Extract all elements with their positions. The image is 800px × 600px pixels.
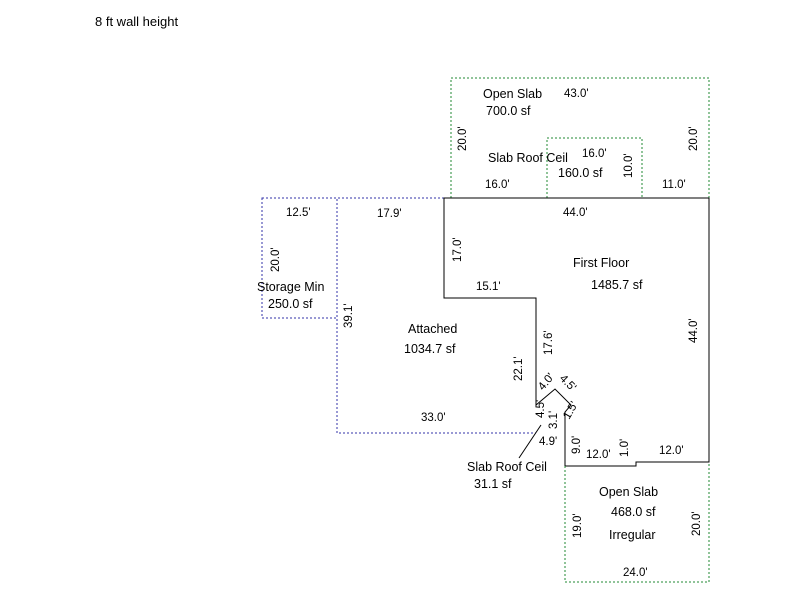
slab-roof-ceil-top-outline — [546, 137, 643, 198]
dim-small-31: 3.1' — [548, 411, 560, 429]
dim-open-bot-width: 24.0' — [623, 567, 648, 579]
dim-ff-notch: 15.1' — [476, 281, 501, 293]
open-slab-bottom-area: 468.0 sf — [611, 505, 656, 519]
dim-seg-11: 11.0' — [662, 179, 686, 191]
dim-att-left: 39.1' — [343, 303, 355, 328]
slab-roof-ceil-small-area: 31.1 sf — [474, 477, 512, 491]
dim-open-top-right: 20.0' — [688, 126, 700, 151]
first-floor-name: First Floor — [573, 256, 629, 270]
dim-ff-9-0: 9.0' — [571, 436, 583, 454]
dim-att-right: 22.1' — [513, 356, 525, 381]
dim-ff-left-vert: 17.0' — [452, 237, 464, 262]
dim-small-49: 4.9' — [539, 436, 557, 448]
dim-src-side: 10.0' — [623, 153, 635, 178]
wall-height-note: 8 ft wall height — [95, 14, 179, 29]
dim-ff-diag-45: 4.5' — [557, 373, 578, 394]
attached-outline — [336, 197, 536, 434]
dim-ff-12-right: 12.0' — [659, 445, 684, 457]
dim-open-bot-right: 20.0' — [691, 511, 703, 536]
dim-src-top: 16.0' — [582, 148, 607, 160]
first-floor-outline — [443, 197, 710, 467]
slab-roof-ceil-small-name: Slab Roof Ceil — [467, 460, 547, 474]
slab-roof-ceil-top-area: 160.0 sf — [558, 166, 603, 180]
small-slab-leader-line — [518, 424, 542, 459]
dim-stor-top: 12.5' — [286, 207, 311, 219]
open-slab-bottom-outline — [564, 462, 710, 583]
slab-roof-ceil-top-name: Slab Roof Ceil — [488, 151, 568, 165]
open-slab-bottom-name: Open Slab — [599, 485, 658, 499]
dim-ff-17-6: 17.6' — [543, 330, 555, 355]
storage-name: Storage Min — [257, 280, 324, 294]
dim-ff-right: 44.0' — [688, 318, 700, 343]
dim-stor-side: 20.0' — [270, 247, 282, 272]
dim-seg-16: 16.0' — [485, 179, 510, 191]
open-slab-top-outline — [450, 77, 710, 198]
storage-outline — [261, 197, 338, 319]
dim-open-top-left: 20.0' — [457, 126, 469, 151]
open-slab-top-name: Open Slab — [483, 87, 542, 101]
open-slab-bottom-note: Irregular — [609, 528, 656, 542]
dim-ff-top: 44.0' — [563, 207, 588, 219]
dim-att-top: 17.9' — [377, 208, 402, 220]
attached-name: Attached — [408, 322, 457, 336]
storage-area: 250.0 sf — [268, 297, 313, 311]
attached-area: 1034.7 sf — [404, 342, 456, 356]
dim-ff-1-5: 1.5' — [561, 400, 580, 422]
first-floor-area: 1485.7 sf — [591, 278, 643, 292]
open-slab-top-area: 700.0 sf — [486, 104, 531, 118]
dim-ff-1-0: 1.0' — [619, 439, 631, 457]
dim-ff-12-left: 12.0' — [586, 449, 611, 461]
dim-att-bottom: 33.0' — [421, 412, 446, 424]
dim-open-bot-left: 19.0' — [572, 513, 584, 538]
dim-open-top-width: 43.0' — [564, 88, 589, 100]
dim-small-45: 4.5' — [535, 400, 547, 418]
